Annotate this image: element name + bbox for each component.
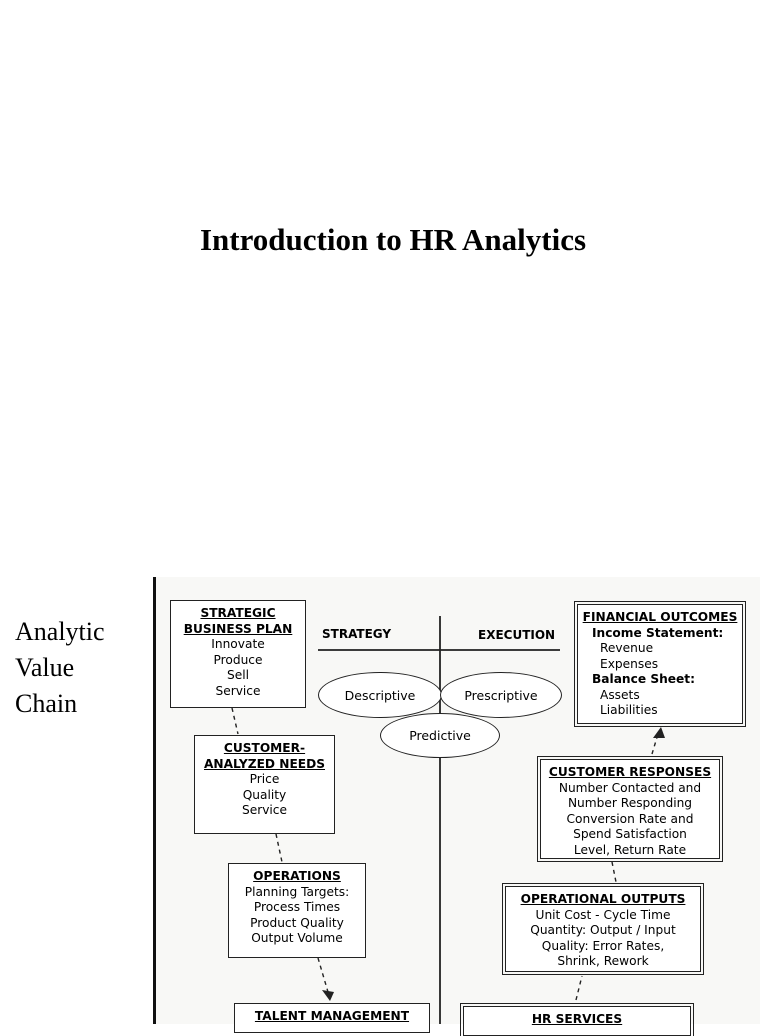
box-heading: OPERATIONS bbox=[253, 869, 341, 883]
box-line: Process Times bbox=[253, 900, 341, 914]
prescriptive-ellipse: Prescriptive bbox=[440, 672, 562, 718]
talent-management-box: TALENT MANAGEMENT bbox=[234, 1003, 430, 1033]
box-heading: BUSINESS PLAN bbox=[183, 621, 293, 636]
strategic-business-plan-box: STRATEGIC BUSINESS PLAN Innovate Produce… bbox=[170, 600, 306, 708]
box-line: Planning Targets: bbox=[244, 884, 350, 899]
connector-needs-operations bbox=[275, 833, 283, 863]
box-line: Price bbox=[249, 772, 280, 786]
box-line: Balance Sheet: bbox=[592, 672, 696, 686]
box-line: Quantity: Output / Input bbox=[530, 923, 676, 937]
box-heading: HR SERVICES bbox=[531, 1012, 623, 1026]
predictive-ellipse: Predictive bbox=[380, 713, 500, 758]
box-line: Quality: Error Rates, bbox=[541, 938, 665, 953]
connector-outputs-responses bbox=[611, 861, 617, 883]
box-heading: TALENT MANAGEMENT bbox=[254, 1009, 410, 1023]
customer-analyzed-needs-box: CUSTOMER- ANALYZED NEEDS Price Quality S… bbox=[194, 735, 335, 834]
page-title: Introduction to HR Analytics bbox=[199, 222, 587, 257]
box-line: Level, Return Rate bbox=[573, 842, 687, 857]
arrowhead-talent bbox=[322, 990, 334, 1001]
operations-box: OPERATIONS Planning Targets: Process Tim… bbox=[228, 863, 366, 958]
box-line: Number Responding bbox=[567, 796, 693, 810]
box-line: Assets bbox=[600, 687, 640, 702]
box-heading: CUSTOMER RESPONSES bbox=[548, 765, 712, 779]
box-line: Service bbox=[241, 803, 288, 817]
side-label-line: Chain bbox=[15, 689, 78, 718]
side-label: Analytic Value Chain bbox=[15, 614, 135, 722]
arrowhead-financial bbox=[653, 727, 665, 738]
descriptive-ellipse: Descriptive bbox=[318, 672, 442, 718]
financial-outcomes-box: FINANCIAL OUTCOMES Income Statement: Rev… bbox=[574, 601, 746, 727]
box-line: Income Statement: bbox=[592, 625, 724, 640]
diagram-edge-line bbox=[153, 577, 156, 1024]
box-line: Product Quality bbox=[250, 915, 344, 930]
execution-header: EXECUTION bbox=[478, 628, 556, 642]
box-line: Unit Cost - Cycle Time bbox=[535, 907, 671, 922]
connector-strategic-needs bbox=[231, 707, 239, 735]
side-label-line: Analytic bbox=[15, 617, 105, 646]
box-line: Conversion Rate and bbox=[566, 811, 694, 826]
box-line: Liabilities bbox=[600, 703, 658, 717]
box-line: Innovate bbox=[211, 637, 265, 651]
box-line: Spend Satisfaction bbox=[573, 827, 687, 841]
box-line: Revenue bbox=[600, 641, 654, 655]
operational-outputs-box: OPERATIONAL OUTPUTS Unit Cost - Cycle Ti… bbox=[502, 883, 704, 975]
box-heading: FINANCIAL OUTCOMES bbox=[582, 610, 738, 624]
box-line: Shrink, Rework bbox=[557, 954, 649, 968]
box-line: Sell bbox=[226, 668, 249, 682]
box-line: Expenses bbox=[600, 656, 659, 671]
box-line: Number Contacted and bbox=[558, 780, 702, 795]
box-heading: CUSTOMER- bbox=[223, 741, 306, 755]
box-line: Output Volume bbox=[251, 931, 343, 945]
box-heading: STRATEGIC bbox=[200, 606, 276, 620]
connector-hr-outputs bbox=[575, 975, 583, 1001]
strategy-header: STRATEGY bbox=[322, 627, 392, 641]
customer-responses-box: CUSTOMER RESPONSES Number Contacted and … bbox=[537, 756, 723, 862]
connector-operations-talent bbox=[317, 957, 329, 993]
hr-services-box: HR SERVICES bbox=[460, 1003, 694, 1036]
side-label-line: Value bbox=[15, 653, 75, 682]
box-line: Produce bbox=[213, 652, 263, 667]
box-line: Quality bbox=[242, 787, 287, 802]
box-heading: ANALYZED NEEDS bbox=[203, 756, 326, 771]
box-line: Service bbox=[215, 683, 261, 698]
box-heading: OPERATIONAL OUTPUTS bbox=[520, 892, 686, 906]
